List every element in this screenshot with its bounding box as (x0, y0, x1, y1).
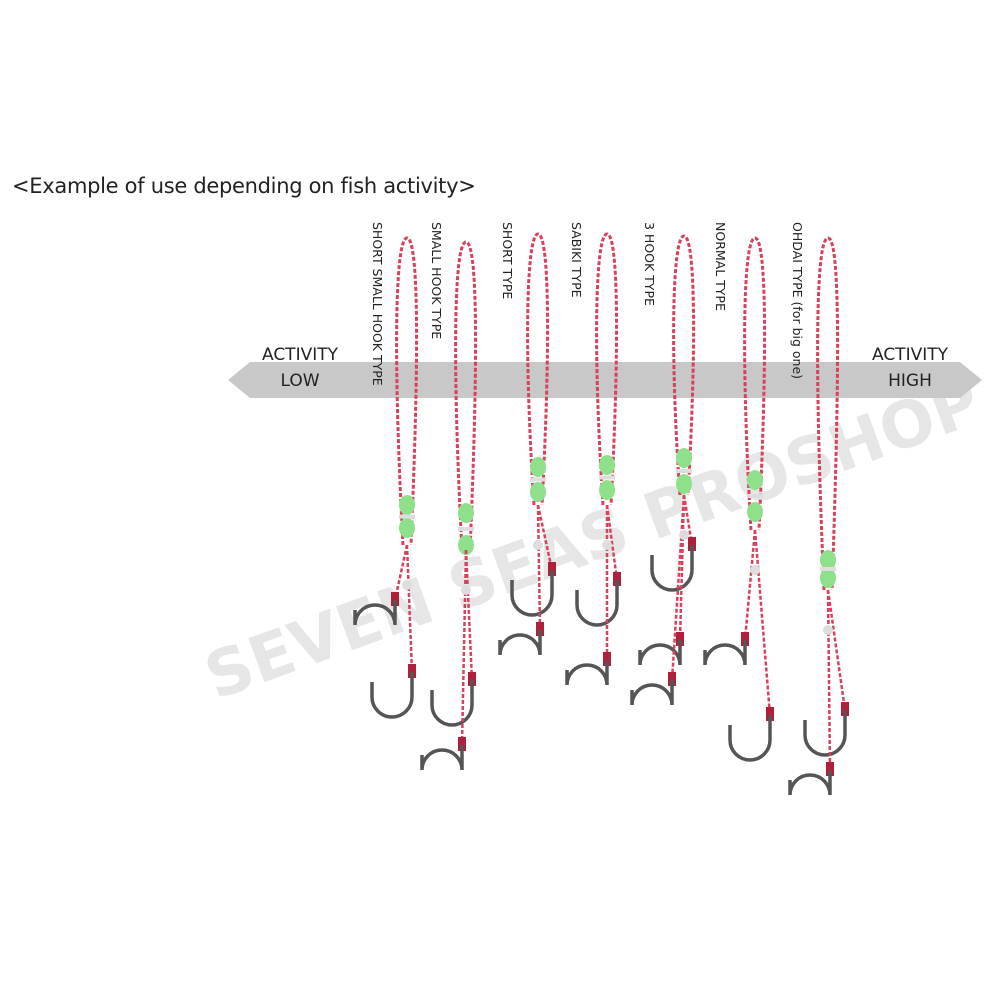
rig-5: 3 HOOK TYPE (630, 222, 696, 706)
leader-line (682, 494, 694, 546)
leader-line (405, 544, 414, 673)
hook-knot (766, 707, 774, 721)
hook-knot (468, 672, 476, 686)
leader-line (826, 589, 847, 711)
rig-label: SHORT SMALL HOOK TYPE (370, 222, 385, 386)
leader-line (460, 549, 468, 746)
loop-line (526, 232, 550, 506)
white-bead (533, 540, 543, 550)
bead-spacer (458, 527, 474, 531)
loop-line (454, 240, 478, 551)
rig-3: SHORT TYPE (498, 222, 556, 656)
leader-line (605, 504, 619, 581)
white-bead (461, 585, 471, 595)
hook-knot (408, 664, 416, 678)
hook-icon (803, 710, 847, 757)
glow-bead (399, 518, 415, 538)
rig-label: SABIKI TYPE (569, 222, 584, 298)
hook-knot (458, 737, 466, 751)
hook-knot (613, 572, 621, 586)
leader-line (743, 529, 757, 641)
glow-bead (820, 568, 836, 588)
rig-7: OHDAI TYPE (for big one) (788, 222, 849, 796)
hook-icon (638, 640, 682, 666)
hook-knot (668, 672, 676, 686)
loop-line (816, 236, 840, 591)
leader-line (536, 504, 554, 571)
rig-2: SMALL HOOK TYPE (420, 222, 478, 771)
glow-bead (530, 482, 546, 502)
loop-line (672, 234, 696, 496)
glow-bead (599, 480, 615, 500)
rig-1: SHORT SMALL HOOK TYPE (353, 222, 419, 719)
watermark: SEVEN SEAS PROSHOP (196, 366, 990, 715)
leader-line (393, 544, 409, 601)
rig-label: SMALL HOOK TYPE (429, 222, 444, 339)
rig-label: NORMAL TYPE (713, 222, 728, 311)
hook-knot (741, 632, 749, 646)
hook-icon (370, 672, 414, 719)
rig-6: NORMAL TYPE (703, 222, 774, 762)
hook-icon (703, 640, 747, 666)
leader-line (464, 549, 474, 681)
leader-line (826, 589, 832, 771)
bead-spacer (676, 469, 692, 473)
bead-spacer (599, 475, 615, 480)
hook-icon (565, 660, 609, 686)
hook-icon (630, 680, 674, 706)
hook-knot (391, 592, 399, 606)
loop-line (595, 232, 619, 506)
rig-label: OHDAI TYPE (for big one) (790, 222, 805, 379)
glow-bead (599, 455, 615, 475)
hook-knot (603, 652, 611, 666)
glow-bead (676, 474, 692, 494)
white-bead (823, 625, 833, 635)
activity-low-label-top: ACTIVITY (262, 345, 339, 365)
page-title: <Example of use depending on fish activi… (12, 174, 476, 198)
bead-spacer (820, 567, 836, 571)
bead-spacer (399, 514, 415, 519)
loop-line (743, 236, 767, 531)
loop-line (395, 236, 419, 546)
glow-bead (399, 495, 415, 515)
activity-high-label-top: ACTIVITY (872, 345, 949, 365)
activity-arrow (228, 362, 982, 398)
white-bead (679, 530, 689, 540)
hook-icon (430, 680, 474, 727)
hook-icon (650, 545, 694, 592)
hook-knot (676, 632, 684, 646)
hook-icon (510, 570, 554, 617)
white-bead (602, 540, 612, 550)
glow-bead (747, 470, 763, 490)
leader-line (753, 529, 772, 716)
bead-spacer (747, 494, 763, 498)
hook-knot (548, 562, 556, 576)
glow-bead (458, 535, 474, 555)
hook-icon (575, 580, 619, 627)
hook-icon (353, 600, 397, 626)
hook-icon (498, 630, 542, 656)
hook-icon (728, 715, 772, 762)
glow-bead (676, 448, 692, 468)
rig-label: 3 HOOK TYPE (642, 222, 657, 306)
hook-knot (826, 762, 834, 776)
rig-label: SHORT TYPE (500, 222, 515, 299)
glow-bead (747, 502, 763, 522)
rig-4: SABIKI TYPE (565, 222, 621, 686)
hook-knot (841, 702, 849, 716)
hook-icon (420, 745, 464, 771)
white-bead (750, 565, 760, 575)
leader-line (536, 504, 542, 631)
hook-knot (536, 622, 544, 636)
activity-high-label-bottom: HIGH (888, 371, 932, 391)
bead-spacer (530, 477, 546, 482)
leader-line (670, 494, 686, 681)
glow-bead (458, 503, 474, 523)
activity-low-label-bottom: LOW (280, 371, 319, 391)
hook-icon (788, 770, 832, 796)
glow-bead (530, 457, 546, 477)
white-bead (402, 580, 412, 590)
hook-knot (688, 537, 696, 551)
glow-bead (820, 550, 836, 570)
